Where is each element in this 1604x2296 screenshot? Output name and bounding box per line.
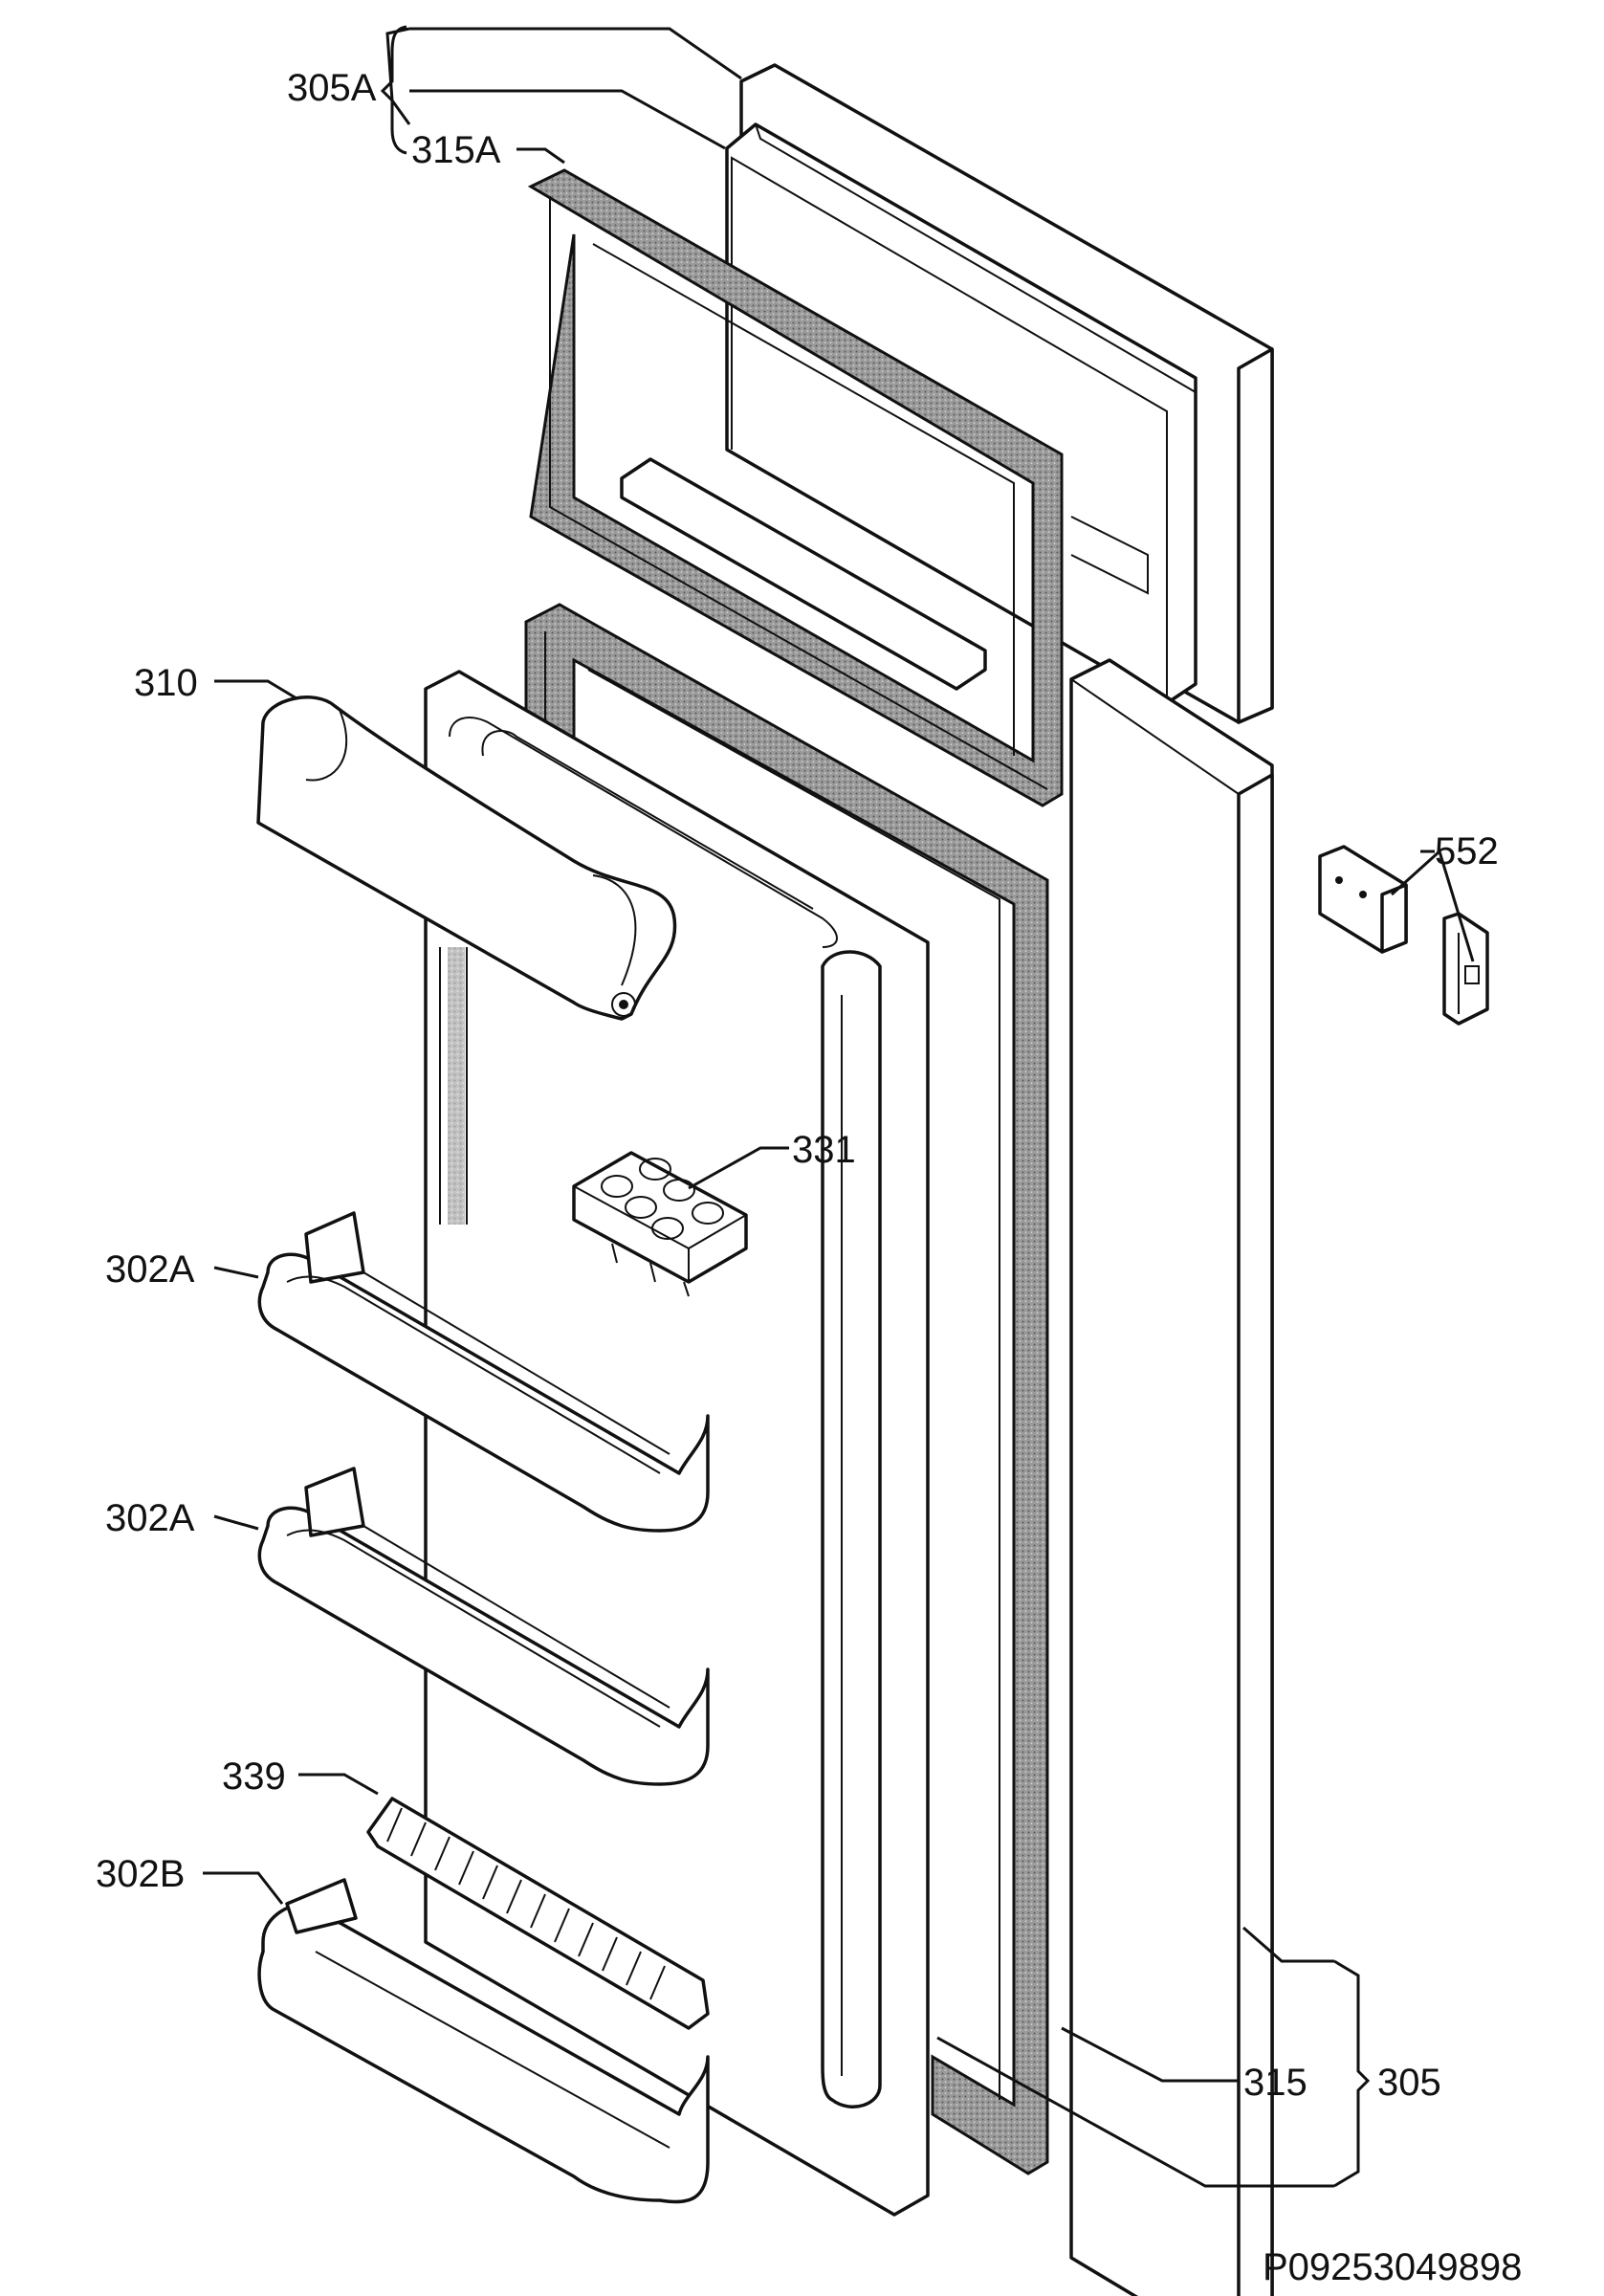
label-315: 315 bbox=[1243, 2062, 1307, 2104]
inner-door-liner bbox=[424, 670, 930, 2217]
label-302B: 302B bbox=[96, 1853, 185, 1895]
shelf-flap bbox=[366, 1797, 710, 2030]
brace-305A bbox=[380, 25, 407, 155]
label-302A-middle: 302A bbox=[105, 1497, 195, 1539]
label-305A: 305A bbox=[287, 67, 377, 109]
bottle-shelf-middle bbox=[257, 1467, 710, 1786]
top-shelf-cover bbox=[256, 695, 677, 1021]
label-302A-upper: 302A bbox=[105, 1248, 195, 1291]
hinge-bracket bbox=[1318, 845, 1489, 1026]
egg-tray bbox=[572, 1151, 748, 1297]
main-door-panel bbox=[1069, 658, 1274, 2296]
bottle-shelf-upper bbox=[257, 1211, 710, 1533]
label-552: 552 bbox=[1435, 830, 1499, 872]
label-315A: 315A bbox=[411, 129, 501, 171]
label-305: 305 bbox=[1377, 2062, 1441, 2104]
drawing-code: P09253049898 bbox=[1263, 2246, 1522, 2288]
bottle-shelf-lower bbox=[257, 1878, 710, 2204]
label-339: 339 bbox=[222, 1755, 286, 1798]
label-310: 310 bbox=[134, 662, 198, 704]
leader-lines bbox=[203, 27, 1475, 2188]
freezer-gasket bbox=[527, 168, 1064, 807]
label-331: 331 bbox=[792, 1129, 856, 1171]
